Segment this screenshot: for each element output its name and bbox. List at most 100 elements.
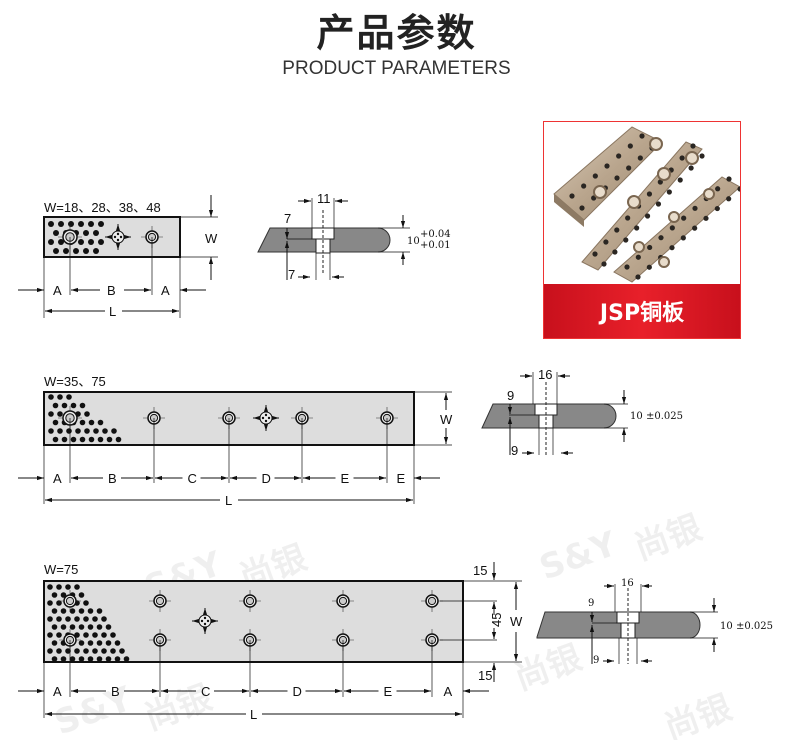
dim-b: B (108, 471, 117, 486)
graphite-plug (74, 616, 80, 622)
graphite-plug (79, 436, 86, 443)
graphite-plug (102, 428, 108, 434)
graphite-plug (114, 656, 121, 662)
graphite-plug (79, 402, 86, 409)
graphite-plug (63, 248, 69, 254)
plate-outline (43, 580, 464, 663)
graphite-plug (96, 656, 103, 662)
dim-length: L (225, 493, 232, 508)
thickness-dim: 10 (720, 621, 733, 632)
graphite-plug (48, 394, 54, 400)
graphite-plug (123, 656, 130, 662)
dim-length: L (109, 304, 116, 319)
graphite-plug (101, 632, 107, 638)
graphite-plug (105, 656, 112, 662)
graphite-plug (60, 656, 67, 662)
width-dim-label: W (440, 412, 453, 427)
graphite-plug (60, 608, 67, 614)
dim-a: A (53, 283, 62, 298)
graphite-plug (98, 239, 104, 245)
graphite-plug (83, 230, 89, 236)
dim-e: E (341, 471, 350, 486)
depth-top-dim: 9 (588, 598, 594, 609)
center-marker-icon (253, 405, 279, 431)
product-photo (553, 126, 740, 283)
graphite-plug (56, 648, 62, 654)
graphite-plug (61, 402, 68, 409)
graphite-plug (53, 248, 59, 254)
svg-text:尚银: 尚银 (629, 508, 707, 569)
graphite-plug (114, 640, 121, 646)
graphite-plug (47, 632, 53, 638)
graphite-plug (47, 600, 53, 606)
edge-bottom-dim: 15 (478, 668, 492, 683)
graphite-plug (83, 632, 89, 638)
graphite-plug (61, 436, 68, 443)
graphite-plug (58, 221, 64, 227)
dim-a: A (53, 684, 62, 699)
graphite-plug (96, 640, 103, 646)
graphite-plug (78, 608, 85, 614)
graphite-plug (111, 428, 117, 434)
graphite-plug (56, 600, 62, 606)
width-dim-label: W (205, 231, 218, 246)
graphite-plug (110, 648, 116, 654)
graphite-plug (115, 436, 122, 443)
graphite-plug (47, 584, 53, 590)
graphite-plug (119, 648, 125, 654)
counterbore-dim: 16 (621, 578, 634, 589)
graphite-plug (51, 592, 58, 598)
graphite-plug (78, 624, 85, 630)
graphite-plug (65, 616, 71, 622)
graphite-plug (78, 239, 84, 245)
tolerance: ±0.025 (646, 411, 683, 422)
width-options-label: W=75 (44, 562, 78, 577)
graphite-plug (87, 640, 94, 646)
graphite-plug (78, 640, 85, 646)
dim-c: C (188, 471, 197, 486)
graphite-plug (60, 624, 67, 630)
dim-e: E (384, 684, 393, 699)
dim-b: B (111, 684, 120, 699)
graphite-plug (57, 411, 63, 417)
depth-top-dim: 7 (284, 211, 291, 226)
dim-a: A (161, 283, 170, 298)
graphite-plug (60, 592, 67, 598)
graphite-plug (74, 584, 80, 590)
hole-spacing-dim: 45 (489, 613, 504, 627)
graphite-plug (97, 419, 104, 426)
dim-d: D (262, 471, 271, 486)
graphite-plug (56, 584, 62, 590)
dim-b: B (107, 283, 116, 298)
cross-section-2: 16 9 9 10 ±0.025 (481, 367, 683, 458)
graphite-plug (101, 616, 107, 622)
width-dim-label: W (510, 614, 523, 629)
graphite-plug (65, 648, 71, 654)
graphite-plug (88, 221, 94, 227)
graphite-plug (57, 428, 63, 434)
graphite-plug (87, 656, 94, 662)
graphite-plug (92, 632, 98, 638)
graphite-plug (75, 428, 81, 434)
dim-e: E (397, 471, 406, 486)
graphite-plug (101, 648, 107, 654)
graphite-plug (65, 584, 71, 590)
cross-section-1: 11 7 7 10 +0.04 +0.01 (257, 191, 451, 282)
graphite-plug (69, 624, 76, 630)
graphite-plug (52, 402, 59, 409)
graphite-plug (70, 436, 77, 443)
graphite-plug (69, 656, 76, 662)
graphite-plug (66, 394, 72, 400)
graphite-plug (47, 616, 53, 622)
graphite-plug (88, 436, 95, 443)
graphite-plug (70, 402, 77, 409)
svg-text:尚银: 尚银 (659, 688, 737, 740)
product-photo-card: JSP铜板 (543, 121, 741, 339)
graphite-plug (51, 640, 58, 646)
dim-a: A (444, 684, 453, 699)
thickness-dim: 10 (630, 411, 643, 422)
graphite-plug (53, 230, 59, 236)
cross-section-3: 16 9 9 10 ±0.025 (536, 578, 773, 666)
graphite-plug (98, 221, 104, 227)
graphite-plug (93, 248, 99, 254)
